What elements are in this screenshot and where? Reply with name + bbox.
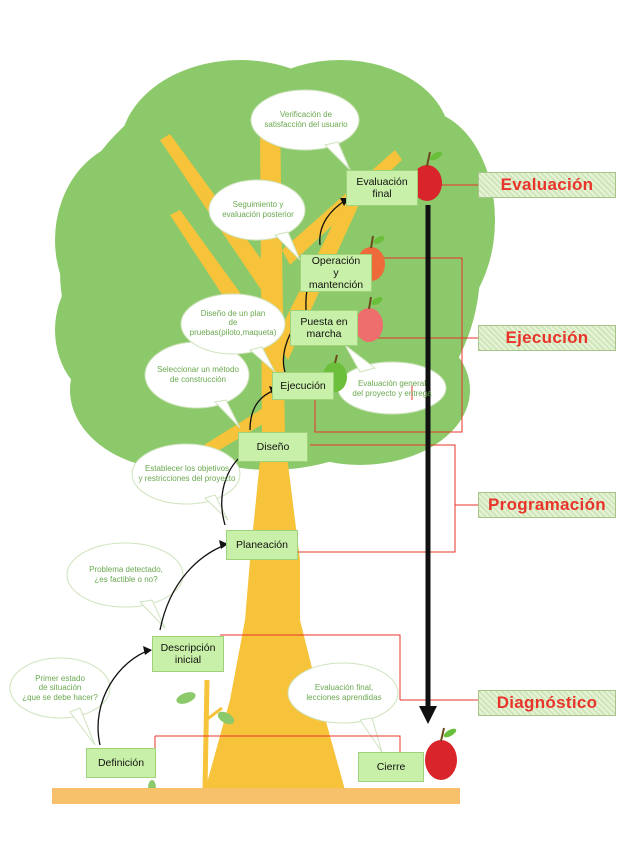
small-sapling	[148, 679, 235, 796]
stage-operacion: Operación y mantención	[300, 254, 372, 292]
stage-cierre: Cierre	[358, 752, 424, 782]
phase-programacion: Programación	[478, 492, 616, 518]
note-bubbles	[9, 89, 447, 753]
note-establecer: Establecer los objetivos y restricciones…	[138, 464, 236, 483]
apple-cierre-icon	[425, 727, 457, 780]
note-seleccionar: Seleccionar un método de construcción	[157, 365, 239, 384]
stage-diseno: Diseño	[238, 432, 308, 462]
phase-ejecucion: Ejecución	[478, 325, 616, 351]
stage-definicion: Definición	[86, 748, 156, 778]
note-verificacion: Verificación de satisfacción del usuario	[264, 110, 348, 129]
note-diseno-plan: Diseño de un plan de pruebas(piloto,maqu…	[189, 308, 277, 337]
ground-bar	[52, 788, 460, 804]
note-primer-estado: Primer estado de situación ¿que se debe …	[22, 673, 98, 702]
stage-puesta: Puesta en marcha	[290, 310, 358, 346]
stage-planeacion: Planeación	[226, 530, 298, 560]
timeline-arrow-head	[419, 706, 437, 724]
note-evaluacion-general: Evaluación general del proyecto y entreg…	[352, 379, 432, 398]
apple-evaluacion-icon	[412, 151, 443, 201]
apple-puesta-icon	[355, 296, 383, 342]
stage-evaluacion-final: Evaluación final	[346, 170, 418, 206]
note-evaluacion-lecciones: Evaluación final, lecciones aprendidas	[306, 683, 382, 702]
note-seguimiento: Seguimiento y evaluación posterior	[222, 200, 294, 219]
phase-diagnostico: Diagnóstico	[478, 690, 616, 716]
stage-descripcion: Descripción inicial	[152, 636, 224, 672]
phase-evaluacion: Evaluación	[478, 172, 616, 198]
note-problema: Problema detectado, ¿es factible o no?	[89, 565, 163, 584]
stage-ejecucion: Ejecución	[272, 372, 334, 400]
